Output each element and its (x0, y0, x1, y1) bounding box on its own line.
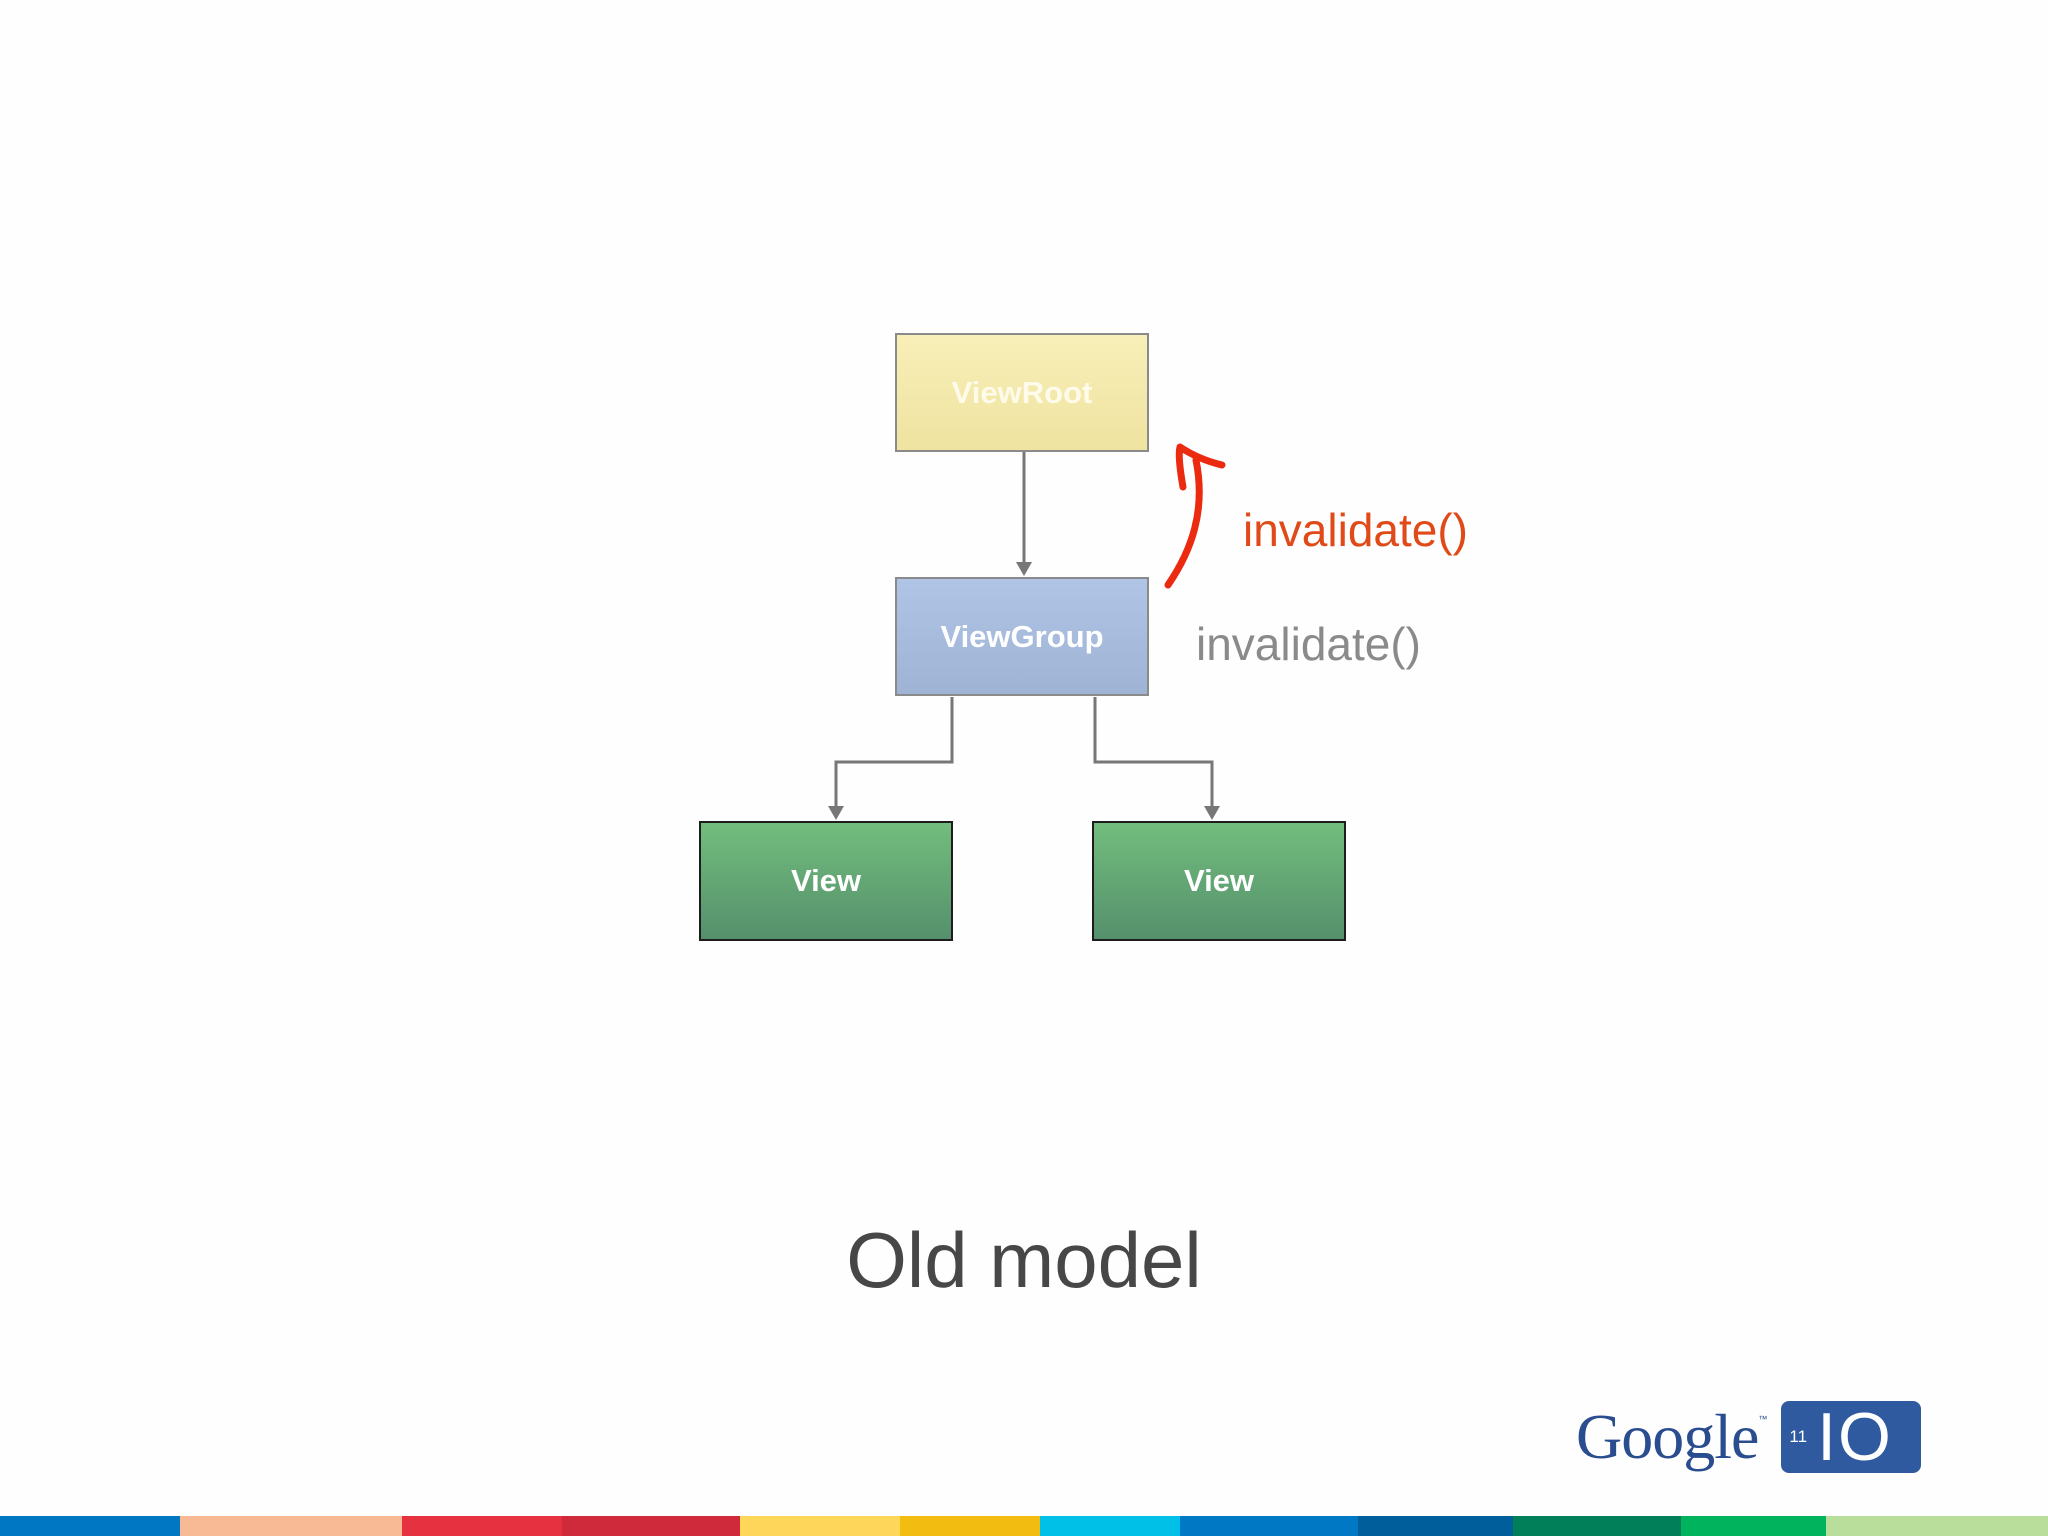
stripe-segment (0, 1516, 180, 1536)
annotation-invalidate-gray: invalidate() (1196, 618, 1421, 670)
stripe-segment (1358, 1516, 1513, 1536)
slide-title: Old model (846, 1216, 1202, 1304)
node-view-right: View (1092, 821, 1346, 941)
stripe-segment (562, 1516, 740, 1536)
node-view-left-label: View (790, 863, 862, 898)
stripe-segment (740, 1516, 900, 1536)
node-viewgroup: ViewGroup (895, 577, 1149, 696)
arrowhead-view-left (828, 806, 844, 820)
google-io-logo: Google ™ 11 IO (1576, 1399, 1922, 1475)
annotation-invalidate-red: invalidate() (1243, 504, 1468, 556)
arrow-viewgroup-to-view-right (1093, 697, 1214, 810)
stripe-segment (1513, 1516, 1681, 1536)
hand-drawn-red-arrowhead (1175, 443, 1226, 491)
color-stripe-footer (0, 1516, 2048, 1536)
logo-io-badge: 11 IO (1781, 1399, 1922, 1475)
stripe-segment (900, 1516, 1040, 1536)
node-viewroot-label: ViewRoot (951, 374, 1093, 410)
node-viewgroup-label: ViewGroup (940, 618, 1104, 654)
stripe-segment (1040, 1516, 1180, 1536)
logo-trademark: ™ (1758, 1414, 1768, 1424)
logo-io-text: IO (1817, 1399, 1893, 1475)
hand-drawn-red-arrow (1164, 456, 1203, 589)
arrow-viewgroup-to-view-left (834, 697, 954, 810)
logo-wordmark: Google (1576, 1401, 1759, 1472)
stripe-segment (1826, 1516, 2048, 1536)
arrowhead-viewgroup (1016, 562, 1032, 576)
logo-year: 11 (1789, 1427, 1808, 1446)
stripe-segment (402, 1516, 562, 1536)
node-view-right-label: View (1183, 863, 1255, 898)
stripe-segment (1180, 1516, 1358, 1536)
node-view-left: View (699, 821, 953, 941)
stripe-segment (1681, 1516, 1826, 1536)
node-viewroot: ViewRoot (895, 333, 1149, 452)
arrowhead-view-right (1204, 806, 1220, 820)
stripe-segment (180, 1516, 402, 1536)
